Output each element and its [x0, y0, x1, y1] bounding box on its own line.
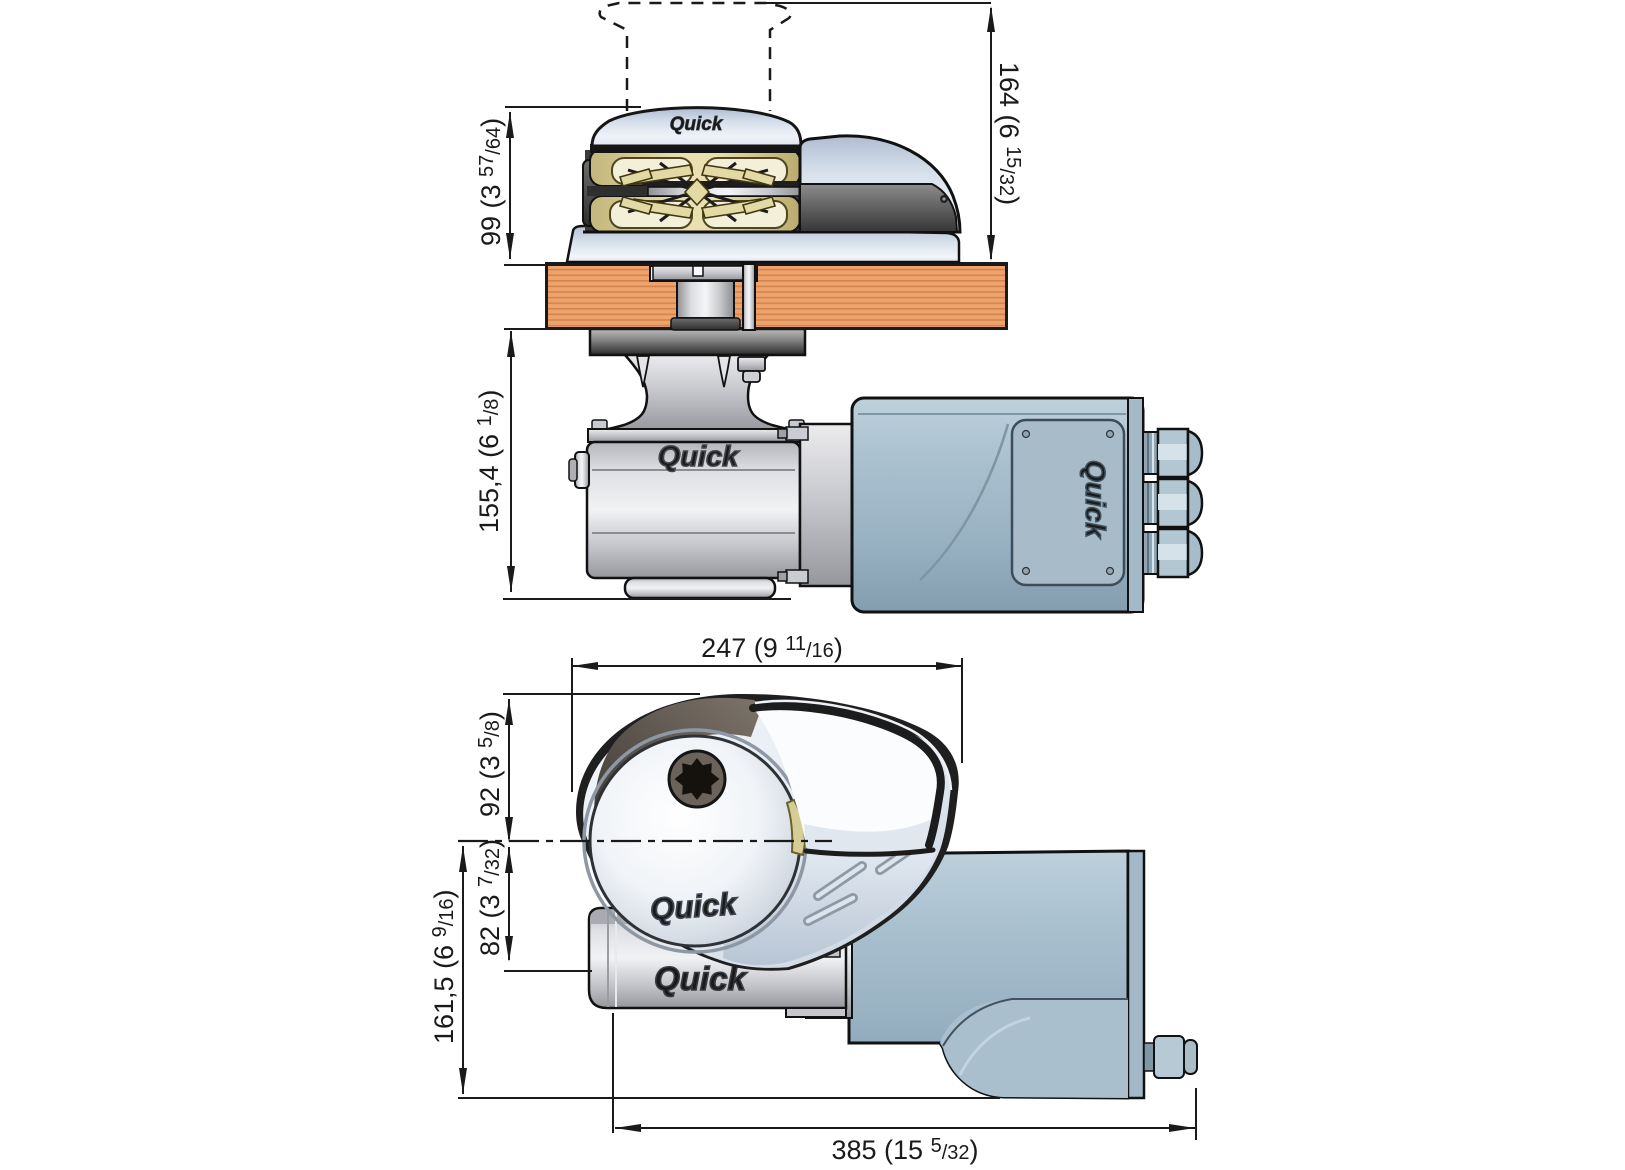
svg-text:Quick: Quick: [670, 114, 724, 135]
svg-text:155,4 (6 1/8): 155,4 (6 1/8): [474, 390, 504, 533]
svg-text:Quick: Quick: [1080, 460, 1111, 539]
svg-text:99 (3 57/64): 99 (3 57/64): [476, 118, 506, 246]
svg-text:385 (15 5/32): 385 (15 5/32): [831, 1135, 978, 1165]
svg-text:164 (6 15/32): 164 (6 15/32): [994, 62, 1024, 205]
svg-text:247 (9 11/16): 247 (9 11/16): [701, 633, 843, 663]
svg-text:92 (3 5/8): 92 (3 5/8): [475, 711, 505, 817]
svg-text:Quick: Quick: [658, 441, 740, 473]
svg-text:82 (3 7/32): 82 (3 7/32): [475, 839, 505, 956]
svg-text:Quick: Quick: [649, 886, 739, 927]
svg-text:Quick: Quick: [654, 960, 747, 997]
svg-text:161,5 (6 9/16): 161,5 (6 9/16): [429, 889, 459, 1044]
